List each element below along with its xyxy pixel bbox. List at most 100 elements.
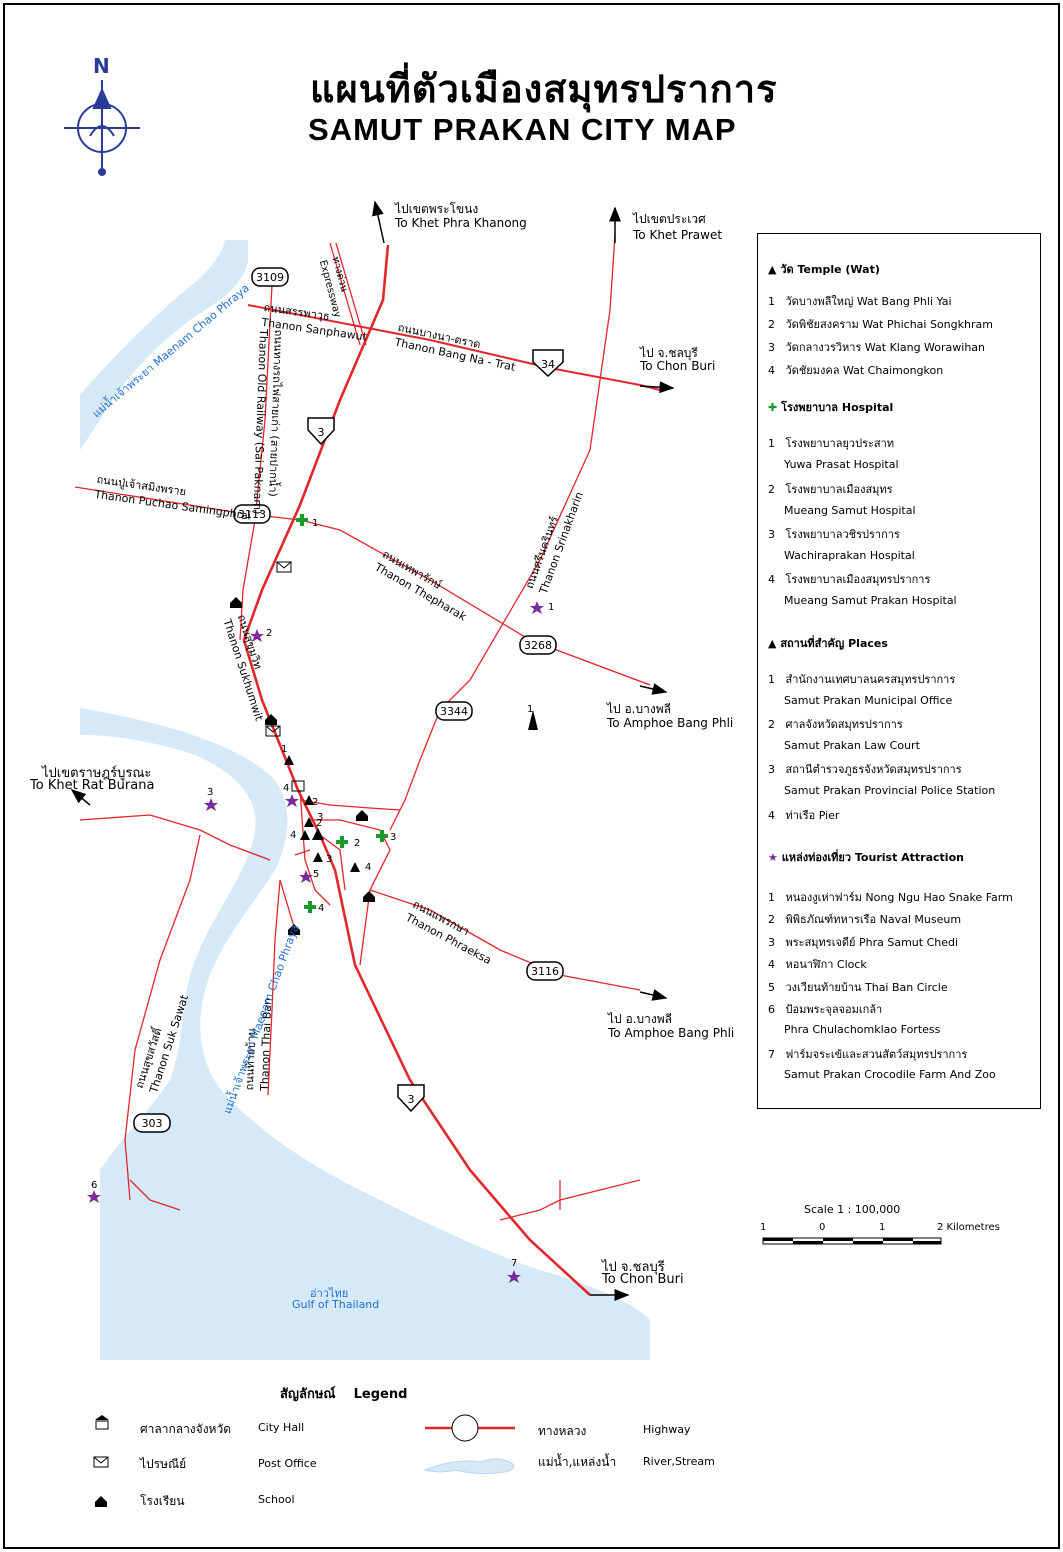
legend-attraction-head: ★ แหล่งท่องเที่ยว Tourist Attraction bbox=[768, 851, 964, 864]
legend-item: 5 วงเวียนท้ายบ้าน Thai Ban Circle bbox=[768, 981, 948, 994]
hospital-markers: 1 2 3 4 bbox=[296, 514, 396, 914]
svg-text:6: 6 bbox=[91, 1180, 97, 1191]
temple-icon: ▲ bbox=[768, 263, 777, 276]
temple-icon: 2 bbox=[312, 818, 324, 840]
compass-icon bbox=[64, 80, 140, 176]
legend-hospital-head: ✚ โรงพยาบาล Hospital bbox=[768, 401, 894, 414]
legend-item: 3 สถานีตำรวจภูธรจังหวัดสมุทรปราการ bbox=[768, 763, 962, 776]
star-icon: 4 bbox=[283, 783, 299, 807]
legend-item: 2 พิพิธภัณฑ์ทหารเรือ Naval Museum bbox=[768, 913, 962, 926]
temple-icon: 4 bbox=[350, 862, 371, 873]
direction-label: To Amphoe Bang Phli bbox=[608, 1026, 735, 1040]
scale-tick: 0 bbox=[819, 1222, 826, 1233]
map-symbols bbox=[230, 561, 375, 935]
scale-tick: 1 bbox=[760, 1222, 767, 1233]
school-legend-icon bbox=[95, 1496, 107, 1507]
legend-item: 4 วัดชัยมงคล Wat Chaimongkon bbox=[768, 364, 944, 377]
direction-label: ไปเขตราษฎร์บูรณะ bbox=[42, 766, 152, 781]
star-icon: 2 bbox=[250, 628, 272, 642]
direction-label: ไป อ.บางพลี bbox=[608, 1012, 672, 1026]
legend-item: 1 สำนักงานเทศบาลนครสมุทรปราการ bbox=[768, 673, 956, 686]
svg-text:4: 4 bbox=[365, 862, 371, 873]
svg-text:2: 2 bbox=[266, 628, 272, 639]
direction-arrows bbox=[70, 200, 675, 1301]
legend-item: 1 วัดบางพลีใหญ่ Wat Bang Phli Yai bbox=[768, 295, 952, 308]
svg-text:2: 2 bbox=[316, 818, 322, 829]
shield-label: 303 bbox=[142, 1117, 163, 1130]
hospital-icon: 4 bbox=[304, 901, 324, 914]
place-icon: 3 bbox=[304, 812, 323, 827]
water-bodies bbox=[80, 240, 650, 1360]
post-office-icon bbox=[276, 561, 292, 573]
legend-item-sub: Samut Prakan Municipal Office bbox=[784, 694, 953, 707]
svg-text:3: 3 bbox=[326, 854, 332, 865]
legend-item: 6 ป้อมพระจุลจอมเกล้า bbox=[768, 1003, 883, 1016]
place-markers: 1 2 3 4 bbox=[281, 744, 323, 841]
temple-icon: 3 bbox=[313, 852, 332, 865]
legend-item: 4 ท่าเรือ Pier bbox=[768, 809, 840, 822]
legend-item-sub: Wachiraprakan Hospital bbox=[784, 549, 915, 562]
hospital-icon: 1 bbox=[296, 514, 318, 529]
shield-label: 3 bbox=[408, 1093, 415, 1106]
legend-item-sub: Mueang Samut Prakan Hospital bbox=[784, 594, 957, 607]
direction-label: ไป จ.ชลบุรี bbox=[640, 346, 698, 360]
legend-item: 2 ศาลจังหวัดสมุทรปราการ bbox=[768, 718, 903, 731]
legend-item: 4 โรงพยาบาลเมืองสมุทรปราการ bbox=[768, 573, 931, 586]
svg-text:2: 2 bbox=[312, 797, 318, 808]
school-icon bbox=[363, 891, 375, 902]
legend-item: 1 หนองงูเห่าฟาร์ม Nong Ngu Hao Snake Far… bbox=[768, 891, 1013, 904]
post-office-legend-icon bbox=[93, 1456, 109, 1468]
city-hall-icon bbox=[291, 780, 305, 792]
post-office-icon bbox=[265, 725, 281, 737]
gulf-label-thai: อ่าวไทย bbox=[310, 1287, 349, 1300]
place-icon: ▲ bbox=[768, 637, 777, 650]
place-icon: 1 bbox=[281, 744, 294, 765]
map-title-thai: แผนที่ตัวเมืองสมุทรปราการ bbox=[310, 67, 778, 111]
legend-item: 2 โรงพยาบาลเมืองสมุทร bbox=[768, 483, 893, 496]
star-icon: 7 bbox=[507, 1258, 521, 1283]
direction-label: To Chon Buri bbox=[640, 359, 716, 373]
legend-places-head: ▲ สถานที่สำคัญ Places bbox=[768, 637, 888, 650]
shield-label: 3268 bbox=[524, 639, 552, 652]
svg-text:3: 3 bbox=[390, 832, 396, 843]
direction-label: ไป จ.ชลบุรี bbox=[602, 1260, 665, 1275]
legend-title: สัญลักษณ์ Legend bbox=[280, 1387, 408, 1402]
place-icon: 4 bbox=[290, 830, 310, 841]
legend-label: ไปรษณีย์ bbox=[140, 1457, 187, 1471]
temple-markers: 1 2 3 4 bbox=[312, 704, 538, 873]
hospital-icon: ✚ bbox=[768, 401, 778, 414]
svg-text:4: 4 bbox=[318, 903, 324, 914]
legend-item: 7 ฟาร์มจระเข้และสวนสัตว์สมุทรปราการ bbox=[768, 1048, 968, 1061]
scale-tick: 2 Kilometres bbox=[937, 1222, 1000, 1233]
hospital-icon: 3 bbox=[376, 830, 396, 843]
svg-text:1: 1 bbox=[312, 518, 318, 529]
route-shields: 3109 34 3 3113 3268 3344 3116 3 303 bbox=[133, 267, 564, 1133]
direction-label: To Khet Prawet bbox=[633, 228, 723, 242]
star-icon: ★ bbox=[768, 851, 778, 864]
legend-label: School bbox=[258, 1493, 295, 1506]
shield-label: 3 bbox=[318, 426, 325, 439]
gulf-label-english: Gulf of Thailand bbox=[292, 1298, 380, 1311]
legend-item-sub: Mueang Samut Hospital bbox=[784, 504, 916, 517]
direction-label: To Khet Rat Burana bbox=[30, 778, 155, 793]
shield-label: 34 bbox=[541, 358, 555, 371]
shield-label: 3113 bbox=[238, 508, 266, 521]
svg-text:7: 7 bbox=[511, 1258, 517, 1269]
school-icon bbox=[265, 714, 277, 725]
legend-item-sub: Phra Chulachomklao Fortess bbox=[784, 1023, 941, 1036]
legend-item: 4 หอนาฬิกา Clock bbox=[768, 958, 867, 971]
legend-item-sub: Samut Prakan Provincial Police Station bbox=[784, 784, 996, 797]
shield-303: 303 bbox=[133, 1113, 171, 1133]
svg-text:3: 3 bbox=[207, 787, 213, 798]
legend-item: 2 วัดพิชัยสงคราม Wat Phichai Songkhram bbox=[768, 318, 993, 331]
legend-item: 3 โรงพยาบาลวชิรปราการ bbox=[768, 528, 900, 541]
star-icon: 3 bbox=[204, 787, 218, 811]
scale-tick: 1 bbox=[879, 1222, 886, 1233]
shield-3268: 3268 bbox=[519, 635, 557, 655]
shield-3109: 3109 bbox=[251, 267, 289, 287]
shield-label: 3109 bbox=[256, 271, 284, 284]
attraction-markers: 1 2 3 4 5 6 7 bbox=[87, 601, 554, 1283]
compass-north-label: N bbox=[93, 54, 110, 78]
school-icon bbox=[356, 810, 368, 821]
scale-bar bbox=[762, 1237, 942, 1245]
